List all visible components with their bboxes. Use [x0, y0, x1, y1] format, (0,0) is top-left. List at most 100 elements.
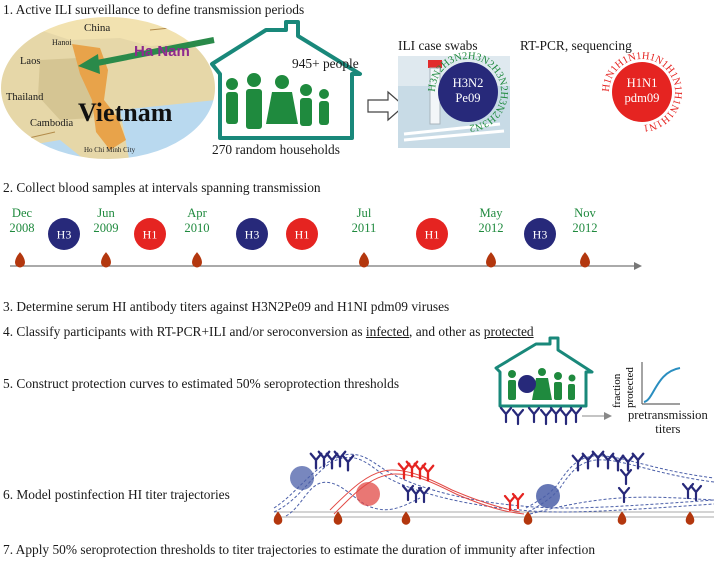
step-2-text: 2. Collect blood samples at intervals sp…: [3, 180, 321, 195]
antibody-icon: [511, 408, 525, 426]
strain-badge-label: H1: [425, 228, 440, 242]
antibody-icon: [503, 494, 517, 512]
blood-drop-icon: [101, 252, 111, 268]
antibody-icon: [689, 484, 703, 502]
antibody-icon: [527, 406, 541, 424]
protection-curve-chart: fraction protected: [611, 362, 681, 408]
antibody-icon: [341, 454, 355, 472]
step-3-text: 3. Determine serum HI antibody titers ag…: [3, 299, 450, 314]
blood-drop-icon: [617, 511, 627, 525]
map-label-cambodia: Cambodia: [30, 118, 74, 129]
h1n1-line-1: H1N1: [626, 76, 658, 90]
antibody-icon: [421, 464, 435, 482]
antibody-icon: [325, 452, 339, 470]
ha-nam-arrowhead: [78, 54, 100, 74]
step-7-text: 7. Apply 50% seroprotection thresholds t…: [3, 542, 596, 557]
h3n2-line-1: H3N2: [452, 76, 484, 90]
antibody-icon: [539, 408, 553, 426]
blood-drop-icon: [192, 252, 202, 268]
strain-badge-h3: H3: [48, 218, 80, 250]
h3n2-line-2: Pe09: [455, 91, 481, 105]
blood-drop-icon: [401, 511, 411, 525]
antibody-icon: [631, 452, 645, 470]
step-4-lead: 4. Classify participants with RT-PCR+ILI…: [3, 324, 366, 339]
protected-term: protected: [483, 324, 534, 339]
h3-reinfection-marker: [536, 484, 560, 508]
protection-xlabel: pretransmission titers: [628, 408, 708, 436]
step-4-middle: , and other as: [409, 324, 484, 339]
map-label-ha-nam: Ha Nam: [134, 43, 190, 60]
household-count: 270 random households: [212, 142, 340, 157]
map-label-hanoi: Hanoi: [52, 38, 72, 47]
antibody-icon: [549, 406, 563, 424]
vietnam-map: [0, 16, 216, 160]
strain-badge-h1: H1: [134, 218, 166, 250]
protection-xlabel-2: titers: [655, 422, 681, 436]
step-6-text: 6. Model postinfection HI titer trajecto…: [3, 487, 230, 502]
protection-house-icon: [494, 336, 594, 408]
strain-badge-h1: H1: [286, 218, 318, 250]
protection-ylabel-1: fraction: [611, 373, 623, 408]
timeline-arrowhead: [634, 262, 642, 270]
step-1-text: 1. Active ILI surveillance to define tra…: [3, 2, 305, 17]
flow-arrow-icon: [367, 90, 405, 122]
antibody-icon: [581, 452, 595, 470]
antibody-icon: [511, 492, 525, 510]
household-people-count: 945+ people: [292, 56, 359, 71]
strain-badge-label: H1: [295, 228, 310, 242]
strain-badges: H3 H1 H3 H1 H1 H3: [48, 218, 556, 250]
trajectory-blood-drops: [273, 511, 695, 525]
blood-drop-icon: [333, 511, 343, 525]
map-label-china: China: [84, 22, 111, 34]
antibody-icon: [499, 406, 513, 424]
strain-badge-h3: H3: [236, 218, 268, 250]
strain-badge-label: H3: [533, 228, 548, 242]
blood-drop-icon: [15, 252, 25, 268]
ha-nam-arrow: [91, 37, 215, 67]
blood-drop-icon: [580, 252, 590, 268]
h1n1-line-2: pdm09: [624, 91, 660, 105]
blood-drop-icon: [359, 252, 369, 268]
antibody-icon: [621, 454, 635, 472]
infected-term: infected: [365, 324, 410, 339]
strain-badge-label: H1: [143, 228, 158, 242]
swab-label: ILI case swabs: [398, 38, 478, 53]
rtpcr-label: RT-PCR, sequencing: [520, 38, 632, 53]
h1-infection-marker: [356, 482, 380, 506]
protection-ylabel-2: protected: [624, 367, 636, 408]
antibody-icon: [559, 408, 573, 426]
h3-infection-marker: [290, 466, 314, 490]
antibody-icon: [571, 454, 585, 472]
protection-xlabel-1: pretransmission: [628, 408, 708, 422]
antibody-icon: [569, 406, 583, 424]
strain-badge-h1: H1: [416, 218, 448, 250]
family-people-icon: [226, 73, 329, 129]
map-frame: [0, 15, 217, 161]
blood-drop-icon: [523, 511, 533, 525]
household-house-icon: [210, 20, 362, 140]
h3n2-virus-label: H3N2 Pe09: [443, 76, 493, 106]
blood-drop-icon: [273, 511, 283, 525]
blood-drop-icon: [685, 511, 695, 525]
antibody-icon: [619, 468, 633, 486]
blood-drop-icon: [486, 252, 496, 268]
titer-trajectory-chart: [273, 453, 715, 518]
antibody-row-icons: [499, 406, 583, 426]
strain-badge-label: H3: [245, 228, 260, 242]
antibody-icon: [417, 486, 431, 504]
strain-badge-h3: H3: [524, 218, 556, 250]
map-label-hcm: Ho Chi Minh City: [84, 146, 136, 154]
h1n1-virus-label: H1N1 pdm09: [617, 76, 667, 106]
antibody-icon: [617, 486, 631, 504]
antibody-icon: [309, 452, 323, 470]
map-label-vietnam: Vietnam: [78, 98, 173, 127]
strain-badge-label: H3: [57, 228, 72, 242]
map-label-thailand: Thailand: [6, 92, 44, 103]
